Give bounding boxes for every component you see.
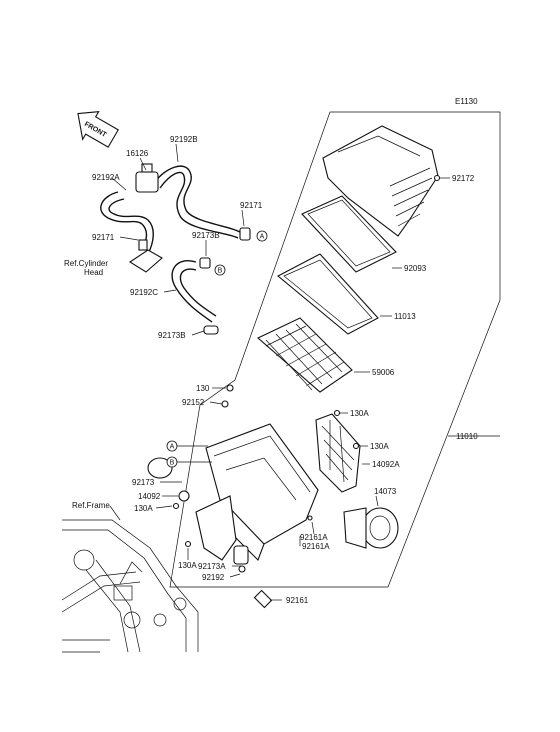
clamp-92171-part xyxy=(239,227,251,241)
air-cleaner-case xyxy=(195,423,319,565)
part-130a-right-lower: 130A xyxy=(370,442,389,451)
callout-a-lower-label: A xyxy=(170,444,175,451)
part-92171-right: 92171 xyxy=(240,201,263,210)
cylinder-head-fitting xyxy=(128,239,163,273)
ref-cylinder-head-line2: Head xyxy=(84,268,103,277)
part-16126: 16126 xyxy=(126,149,149,158)
part-92192b: 92192B xyxy=(170,135,198,144)
part-92173b-upper: 92173B xyxy=(192,231,220,240)
screen-59006 xyxy=(257,317,353,393)
ref-cylinder-head-line1: Ref.Cylinder xyxy=(64,259,108,268)
front-arrow-icon: FRONT xyxy=(77,110,119,148)
duct-14092a xyxy=(315,413,361,493)
part-11013: 11013 xyxy=(394,312,416,321)
part-92161a-upper: 92161A xyxy=(300,533,328,542)
part-92192a: 92192A xyxy=(92,173,120,182)
part-92192: 92192 xyxy=(202,573,225,582)
part-92173b-lower: 92173B xyxy=(158,331,186,340)
grommet-14092 xyxy=(178,490,190,502)
part-130-upper: 130 xyxy=(196,384,210,393)
part-14073: 14073 xyxy=(374,487,397,496)
screw-92172 xyxy=(433,174,441,182)
air-cleaner-cover xyxy=(322,125,439,237)
bolts-130 xyxy=(172,384,360,573)
pad-92161 xyxy=(253,589,273,609)
part-59006: 59006 xyxy=(372,368,395,377)
callout-a-upper xyxy=(256,230,268,242)
duct-14073 xyxy=(343,507,399,549)
assembly-outline xyxy=(169,111,501,588)
part-92161a-lower: 92161A xyxy=(302,542,330,551)
callout-b-upper-label: B xyxy=(218,268,223,275)
callout-b-upper xyxy=(214,264,226,276)
part-11010: 11010 xyxy=(456,432,478,441)
reed-valve-part xyxy=(135,163,159,193)
part-14092: 14092 xyxy=(138,492,161,501)
frame-reference-sketch xyxy=(61,519,199,653)
part-92192c: 92192C xyxy=(130,288,158,297)
part-92161: 92161 xyxy=(286,596,309,605)
ref-frame: Ref.Frame xyxy=(72,501,110,510)
part-14092a: 14092A xyxy=(372,460,400,469)
leader-lines xyxy=(109,143,379,601)
callout-b-lower-label: B xyxy=(170,460,175,467)
callout-a-upper-label: A xyxy=(260,234,265,241)
diagram-code: E1130 xyxy=(455,97,478,106)
part-130a-bottom: 130A xyxy=(178,561,197,570)
part-130a-right-upper: 130A xyxy=(350,409,369,418)
gasket-92093 xyxy=(301,195,397,273)
breather-hoses xyxy=(100,165,241,255)
hose-92192c xyxy=(171,257,219,335)
filter-element-11013 xyxy=(277,253,379,335)
part-92173: 92173 xyxy=(132,478,155,487)
part-92173a: 92173A xyxy=(198,562,226,571)
part-130a-left: 130A xyxy=(134,504,153,513)
part-92093: 92093 xyxy=(404,264,427,273)
part-92152: 92152 xyxy=(182,398,205,407)
part-92172: 92172 xyxy=(452,174,475,183)
part-92171-left: 92171 xyxy=(92,233,115,242)
cap-92173 xyxy=(147,457,173,479)
